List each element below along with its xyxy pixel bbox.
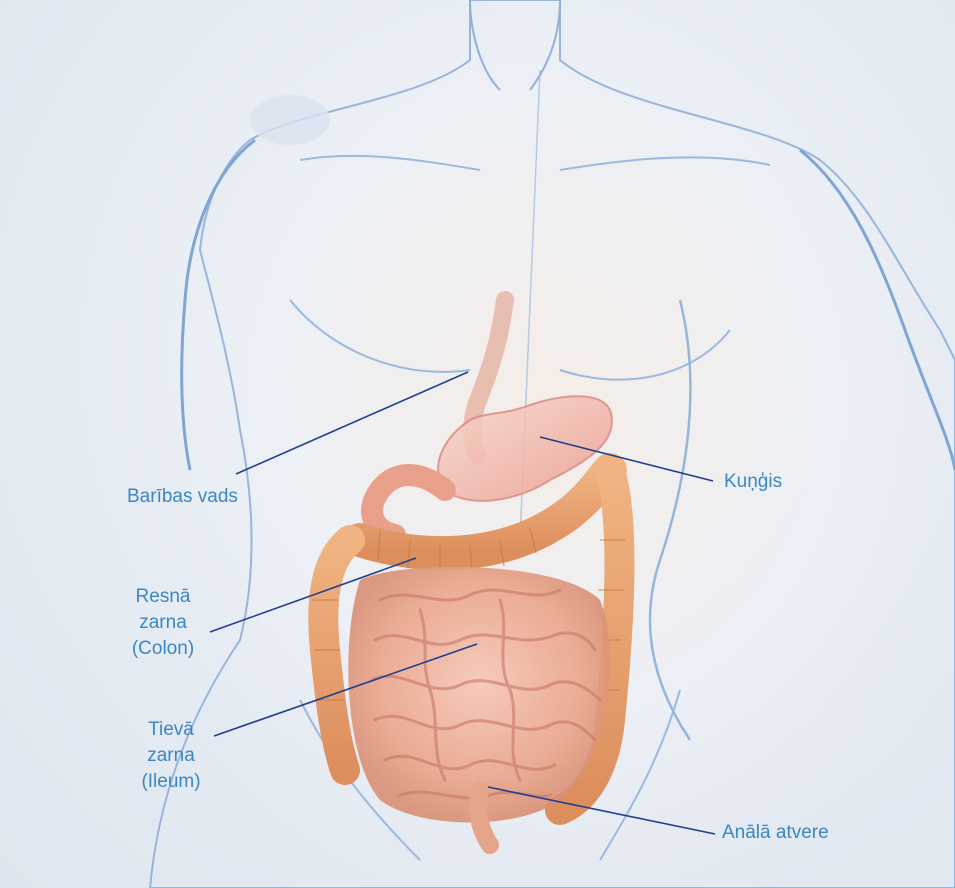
label-small-intestine: Tievā zarna (Ileum) — [126, 717, 216, 795]
label-stomach: Kuņģis — [724, 469, 782, 495]
label-anus: Anālā atvere — [722, 820, 829, 846]
label-esophagus: Barības vads — [127, 484, 238, 510]
label-colon: Resnā zarna (Colon) — [118, 584, 208, 662]
